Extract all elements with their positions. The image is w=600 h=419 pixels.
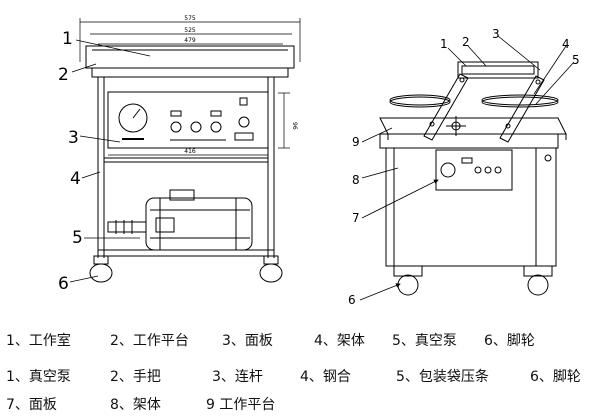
callout-number: 3 <box>492 27 500 41</box>
callout-number: 9 <box>352 135 360 149</box>
legend-item: 6、脚轮 <box>484 333 535 349</box>
left-machine-drawing: 575 525 479 416 96 <box>69 15 301 283</box>
legend-item: 4、架体 <box>314 333 365 349</box>
knob-icon <box>170 121 182 133</box>
dimension-lines <box>79 18 301 156</box>
frame-body-right <box>379 133 559 267</box>
dim-overall-width: 575 <box>184 15 196 22</box>
knob-icon <box>238 116 250 128</box>
control-panel-right <box>435 149 513 191</box>
legend-item: 3、面板 <box>222 333 273 349</box>
control-panel <box>107 91 269 149</box>
left-callouts: 1 2 3 4 5 6 <box>58 29 83 294</box>
caster-wheels <box>89 255 283 283</box>
callout-number: 2 <box>462 35 470 49</box>
callout-number: 8 <box>352 173 360 187</box>
callout-number: 4 <box>562 37 570 51</box>
legend-item: 2、手把 <box>110 369 161 385</box>
callout-number: 7 <box>352 211 360 225</box>
right-callouts: 1 2 3 4 5 9 8 7 6 <box>348 27 580 307</box>
knob-icon <box>210 121 222 133</box>
legend-item: 1、真空泵 <box>6 369 71 385</box>
vacuum-pump <box>107 189 253 251</box>
legend-item: 7、面板 <box>6 397 57 413</box>
callout-number: 6 <box>348 293 356 307</box>
dim-inner-width-second: 479 <box>184 37 196 44</box>
vacuum-gauge-icon <box>440 162 456 178</box>
callout-number: 5 <box>72 228 83 248</box>
dim-panel-width: 416 <box>184 148 196 155</box>
callout-number: 6 <box>58 274 69 294</box>
legend-item: 1、工作室 <box>6 333 71 349</box>
linkage-arms <box>423 73 545 143</box>
callout-number: 1 <box>440 37 448 51</box>
working-platform-right <box>379 117 567 135</box>
callout-number: 1 <box>62 29 73 49</box>
dim-inner-width-top: 525 <box>184 27 196 34</box>
vacuum-gauge-icon <box>118 103 148 133</box>
caster-wheel-icon <box>397 274 419 296</box>
legend-item: 5、包装袋压条 <box>396 369 489 385</box>
callout-number: 2 <box>58 65 69 85</box>
callout-number: 3 <box>68 128 79 148</box>
right-leader-lines <box>359 35 575 301</box>
sealing-lids <box>389 61 559 108</box>
callout-number: 5 <box>572 53 580 67</box>
left-leader-lines <box>69 39 151 283</box>
legend-item: 4、钢合 <box>300 369 351 385</box>
dim-panel-height: 96 <box>291 122 298 130</box>
knob-icon <box>190 121 202 133</box>
caster-wheel-icon <box>89 263 113 283</box>
legend-item: 5、真空泵 <box>392 333 457 349</box>
legend-item: 2、工作平台 <box>110 333 189 349</box>
caster-wheel-icon <box>259 263 283 283</box>
callout-number: 4 <box>70 169 81 189</box>
right-machine-drawing <box>359 35 575 301</box>
legend-item: 3、连杆 <box>212 369 263 385</box>
caster-wheel-icon <box>527 274 549 296</box>
legend-item: 6、脚轮 <box>530 369 581 385</box>
legend-item: 9 工作平台 <box>206 397 276 413</box>
legend-item: 8、架体 <box>110 397 161 413</box>
working-platform <box>91 67 289 78</box>
caster-wheels-right <box>393 265 553 296</box>
